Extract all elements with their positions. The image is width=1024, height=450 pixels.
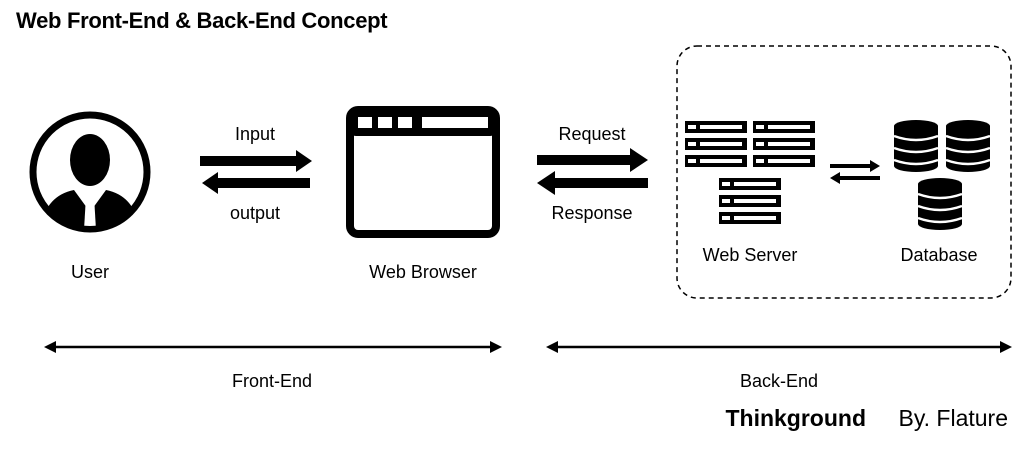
front-end-range-line — [44, 341, 502, 353]
server-to-database-arrow — [830, 160, 880, 172]
response-label: Response — [551, 203, 633, 223]
author-credit: By. Flature — [898, 405, 1009, 431]
server-label: Web Server — [702, 245, 798, 265]
browser-label: Web Browser — [369, 262, 477, 282]
user-label: User — [70, 262, 110, 282]
back-end-range-line — [546, 341, 1012, 353]
brand-name: Thinkground — [725, 405, 866, 431]
response-arrow — [537, 171, 648, 195]
database-icon — [893, 120, 991, 230]
user-icon — [29, 111, 151, 233]
request-arrow — [537, 148, 648, 172]
server-rack-icon — [685, 121, 815, 224]
input-label: Input — [234, 124, 276, 144]
output-label: output — [229, 203, 281, 223]
browser-window-icon — [346, 106, 500, 238]
database-label: Database — [900, 245, 978, 265]
request-label: Request — [558, 124, 626, 144]
back-end-boundary — [676, 45, 1012, 299]
output-arrow — [202, 172, 310, 194]
diagram-title: Web Front-End & Back-End Concept — [16, 8, 388, 33]
database-to-server-arrow — [830, 172, 880, 184]
input-arrow — [200, 150, 312, 172]
back-end-label: Back-End — [739, 371, 819, 391]
front-end-label: Front-End — [231, 371, 313, 391]
